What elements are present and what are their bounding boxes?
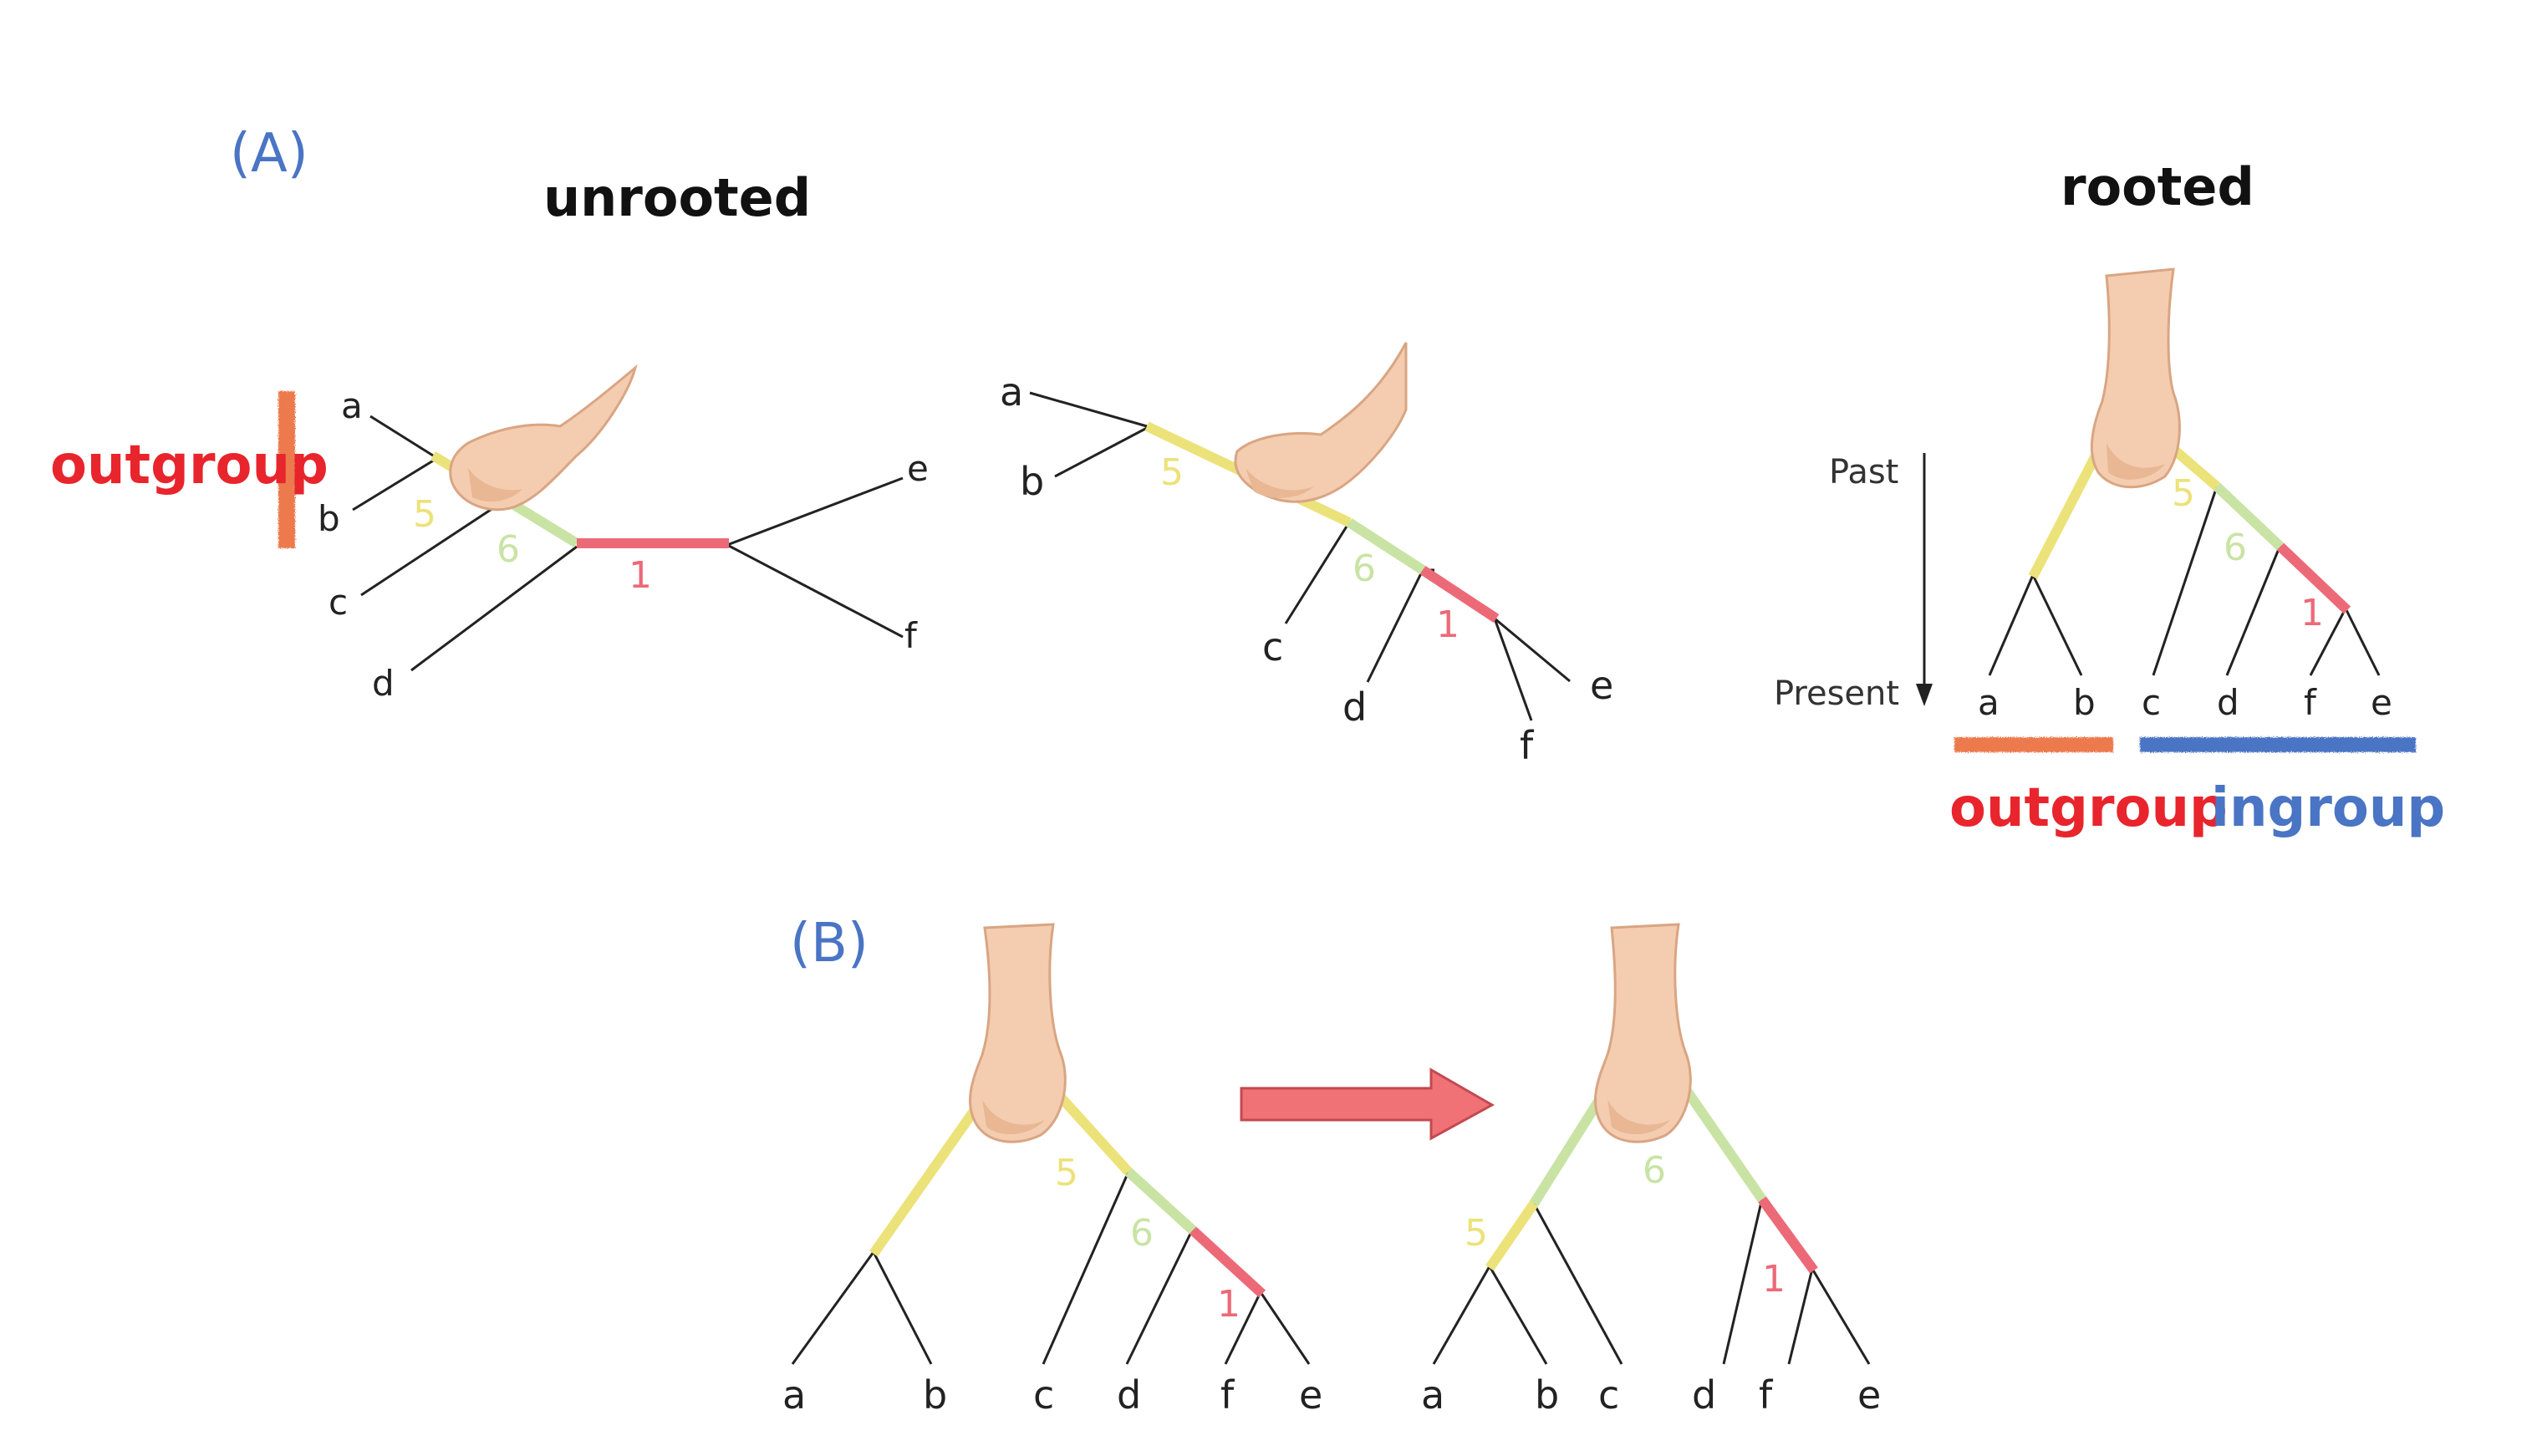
tip-c: c [1033, 1372, 1054, 1418]
tip-e: e [1590, 663, 1613, 708]
panel-a-label: (A) [230, 123, 308, 185]
tip-c: c [1598, 1372, 1619, 1418]
tip-f: f [1759, 1372, 1774, 1418]
tip-e: e [2371, 682, 2392, 723]
tip-c: c [2142, 682, 2161, 723]
tree-b-before: 5 6 1 a b c d f e [782, 923, 1322, 1418]
tip-c: c [1262, 624, 1283, 669]
tip-b: b [318, 498, 340, 539]
hand-icon [969, 923, 1067, 1143]
tip-a: a [1978, 682, 2000, 723]
branch-label-6: 6 [497, 528, 520, 571]
tip-e: e [1299, 1372, 1322, 1418]
tip-d: d [1117, 1372, 1141, 1418]
tip-a: a [341, 385, 363, 426]
time-present-label: Present [1774, 675, 1899, 713]
transform-arrow [1240, 1067, 1495, 1141]
title-unrooted: unrooted [543, 167, 811, 228]
outgroup-label-left: outgroup [50, 435, 329, 496]
branch-label-5: 5 [1160, 451, 1184, 494]
branch-label-5: 5 [2172, 472, 2195, 515]
branch-label-5: 5 [1055, 1152, 1078, 1194]
tree-b-after: 5 6 1 a b c d f e [1421, 923, 1881, 1418]
lifted-tree: 5 6 1 a b c d e f [1000, 342, 1613, 768]
tip-f: f [1220, 1372, 1235, 1418]
time-arrow-head [1916, 684, 1933, 706]
branch-label-6: 6 [1130, 1212, 1154, 1255]
tip-d: d [1342, 685, 1367, 730]
tip-e: e [1857, 1372, 1881, 1418]
ingroup-marker [2140, 737, 2416, 752]
outgroup-marker-vertical [278, 391, 295, 548]
hand-icon [1594, 923, 1692, 1143]
tip-d: d [372, 663, 395, 704]
hand-icon [1234, 342, 1408, 503]
time-past-label: Past [1829, 453, 1898, 491]
tip-d: d [2217, 682, 2239, 723]
branch-label-5: 5 [413, 493, 436, 536]
rooted-tree: Past Present 5 6 1 a b c d f e outgroup … [1774, 267, 2445, 839]
hand-icon [2090, 267, 2181, 489]
outgroup-label: outgroup [1949, 777, 2228, 839]
hand-icon [449, 364, 638, 512]
branch-label-5: 5 [1465, 1212, 1488, 1255]
tip-b: b [923, 1372, 947, 1418]
branch-label-1: 1 [1436, 603, 1460, 646]
panel-b-label: (B) [790, 913, 869, 975]
branch-label-1: 1 [629, 554, 652, 597]
tip-f: f [904, 615, 918, 656]
tip-e: e [907, 448, 929, 489]
branch-label-1: 1 [2300, 592, 2324, 634]
tip-a: a [1000, 369, 1023, 415]
tip-c: c [329, 582, 348, 623]
branch-label-1: 1 [1217, 1283, 1240, 1326]
branch-label-6: 6 [1353, 547, 1376, 590]
ingroup-label: ingroup [2211, 777, 2445, 839]
tip-a: a [782, 1372, 806, 1418]
unrooted-tree: outgroup 5 6 1 a b c d e f [50, 364, 929, 704]
tip-f: f [1520, 723, 1535, 768]
branch-label-6: 6 [1643, 1149, 1666, 1192]
tip-d: d [1692, 1372, 1716, 1418]
tip-b: b [2073, 682, 2096, 723]
branch-label-1: 1 [1762, 1258, 1786, 1301]
branch-label-6: 6 [2224, 527, 2247, 569]
tip-a: a [1421, 1372, 1444, 1418]
tip-b: b [1535, 1372, 1559, 1418]
tip-b: b [1020, 459, 1044, 504]
outgroup-marker [1954, 737, 2113, 752]
title-rooted: rooted [2061, 156, 2254, 217]
tip-f: f [2304, 682, 2317, 723]
